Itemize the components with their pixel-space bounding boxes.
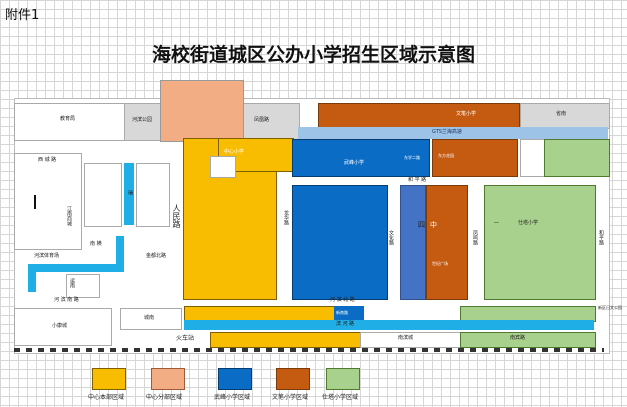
road-gs-highway (298, 127, 608, 139)
label-renmin-road: 人民路 (172, 204, 181, 228)
label-si: 四 (418, 221, 425, 229)
zone-wenbi-top (318, 103, 520, 129)
legend-label-central-main: 中心本部区域 (88, 394, 125, 401)
zone-central-bottom2 (210, 332, 362, 348)
label-wufeng-school: 武峰小学 (344, 160, 365, 166)
block-chengnan (120, 308, 182, 330)
label-wenbi-school: 文笔小学 (456, 111, 477, 117)
cursor-mark (34, 195, 36, 209)
legend-label-wufeng: 武峰小学区域 (214, 394, 251, 401)
label-yunan: 运南 (69, 278, 75, 288)
zone-wufeng-bottom (334, 306, 364, 320)
label-heping-right: 和平路 (598, 230, 604, 245)
road-blue-vertical-left2 (28, 264, 36, 292)
label-zhong: 中 (430, 221, 437, 229)
label-yi: 一 (494, 221, 500, 227)
label-jiaolu: 凤凰路 (254, 117, 270, 123)
legend-swatch-central-main (92, 368, 126, 390)
block-central-inner (210, 156, 236, 178)
zone-shita-bottom2 (460, 332, 596, 348)
road-blue-horizontal-left (28, 264, 124, 272)
legend-swatch-wufeng (218, 368, 252, 390)
block-yunan (66, 274, 100, 298)
label-huoche: 火车站 (176, 335, 195, 342)
label-shita-school: 仕塔小学 (518, 220, 539, 226)
label-zhongxin-school: 中心小学 (224, 149, 245, 155)
block-left-2 (84, 163, 122, 227)
label-gs: GTS兰海高速 (432, 129, 462, 135)
label-shiji: 世纪广场 (432, 261, 448, 266)
zone-central-branch (160, 80, 244, 142)
label-hebin-tiyuchang: 河滨体育场 (34, 253, 60, 259)
railway-dashed-line (14, 348, 604, 352)
label-binhe-road: 滨 河 路 (336, 321, 355, 327)
legend-label-shita: 仕塔小学区域 (322, 394, 359, 401)
block-xiaokang (14, 308, 112, 346)
label-longhua-road: 龙华路 (283, 210, 289, 225)
label-nanheng: 南 横 (90, 241, 102, 247)
road-blue-vertical-left3 (116, 236, 124, 272)
label-sdgc: 东方花园 (438, 153, 454, 158)
label-chengnan: 城南 (144, 315, 155, 321)
label-hebin-gongyuan: 河滨公园 (132, 117, 153, 123)
zone-shita-main (484, 185, 596, 300)
label-shengnan: 省南 (556, 111, 567, 117)
label-nanbinlu: 南宾路 (510, 335, 526, 341)
page-title: 海校街道城区公办小学招生区域示意图 (151, 44, 475, 66)
zone-wenbi-column (426, 185, 468, 300)
road-blue-vertical-left (124, 163, 134, 225)
label-xiaokang: 小康城 (52, 323, 68, 329)
label-heping-road: 和 平 路 (408, 177, 427, 183)
legend-swatch-central-branch (151, 368, 185, 390)
legend-swatch-wenbi (276, 368, 310, 390)
label-fengming-road: 凤鸣路 (472, 230, 478, 245)
zone-siyi-blue (400, 185, 426, 300)
block-left-1 (14, 153, 82, 250)
zone-shita-top (544, 139, 610, 177)
label-hebin-west: 河 滨 南 路 (54, 297, 79, 303)
block-top-left (14, 103, 126, 141)
zone-wufeng-main (292, 185, 388, 300)
zone-wenbi-mid (432, 139, 518, 177)
label-jiaoyu: 教育局 (60, 116, 76, 122)
label-xinan: 新南路 (336, 310, 348, 315)
legend-label-central-branch: 中心分部区域 (146, 394, 183, 401)
label-jiangnan: 江南商城 (66, 206, 72, 226)
label-hebin-north: 河 滨 北 路 (330, 297, 355, 303)
block-dongxue (402, 146, 426, 172)
label-wenhua-road: 文化路 (388, 230, 394, 245)
legend-swatch-shita (326, 368, 360, 390)
label-dongxue: 东学二路 (404, 155, 420, 160)
block-left-3 (136, 163, 170, 227)
attachment-label: 附件1 (5, 8, 40, 23)
block-wenbi-right (520, 139, 546, 177)
legend-label-wenbi: 文笔小学区域 (272, 394, 309, 401)
label-jindubeilu: 金都北路 (146, 253, 167, 259)
label-xicheng: 西 城 路 (38, 157, 57, 163)
road-binhe (184, 320, 594, 330)
label-nanbin: 南滨城 (398, 335, 414, 341)
label-right-gongyuan: 新区日文公园 (598, 305, 622, 310)
block-top-mid (242, 103, 300, 141)
label-xi-1: 瑞 (127, 190, 133, 195)
